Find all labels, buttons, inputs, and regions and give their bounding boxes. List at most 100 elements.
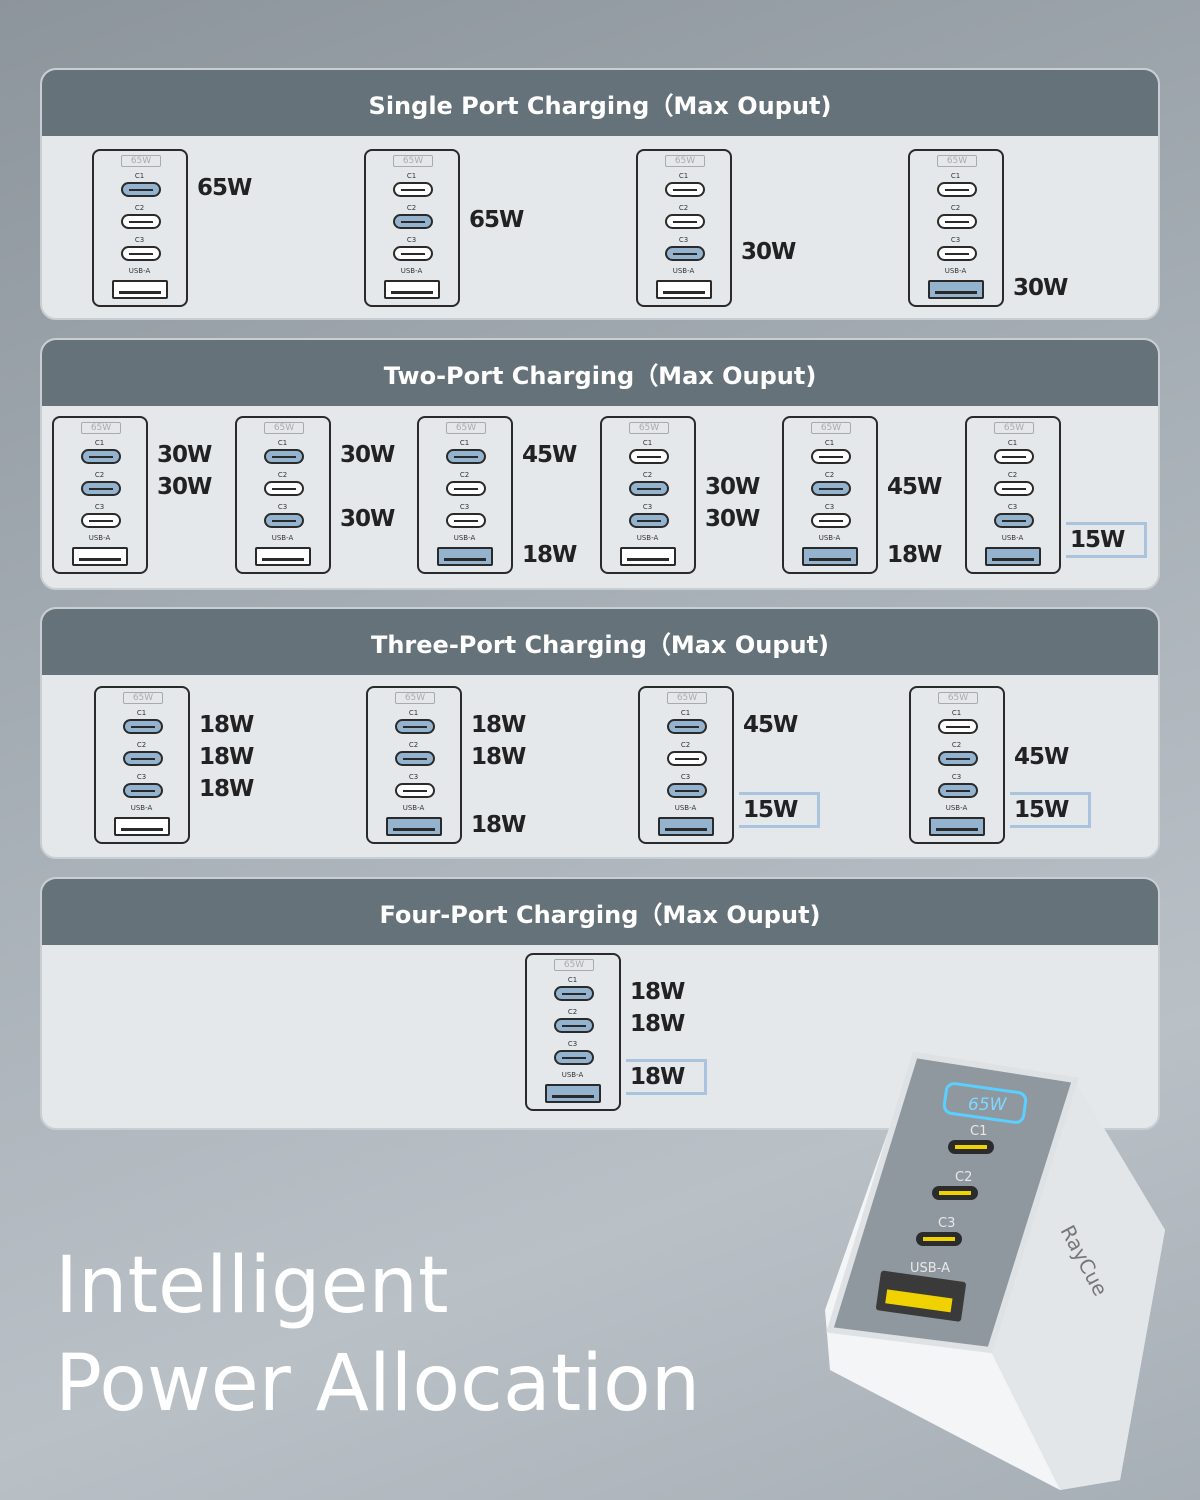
wattage-badge: 65W — [123, 692, 163, 704]
wattage-badge: 65W — [121, 155, 161, 167]
usb-a-port-icon — [985, 547, 1041, 566]
usb-c-port-c2-icon — [667, 751, 707, 766]
port-label-c1: C1 — [680, 709, 691, 717]
port-wattage-label: 15W — [1010, 792, 1092, 828]
port-wattage-label: 45W — [743, 712, 798, 738]
port-wattage-label: 45W — [887, 474, 942, 500]
usb-c-port-c3-icon — [665, 246, 705, 261]
port-wattage-label: 15W — [1066, 522, 1148, 558]
usb-c-port-c1-icon — [81, 449, 121, 464]
product-port-label-c1: C1 — [970, 1124, 987, 1139]
usb-c-port-c2-icon — [629, 481, 669, 496]
wattage-badge: 65W — [994, 422, 1034, 434]
wattage-badge: 65W — [665, 155, 705, 167]
port-wattage-label: 30W — [340, 442, 395, 468]
product-port-label-usba: USB-A — [910, 1261, 950, 1276]
port-label-c2: C2 — [567, 1008, 578, 1016]
port-label-c1: C1 — [567, 976, 578, 984]
usb-a-port-icon — [656, 280, 712, 299]
usb-c-port-c3-icon — [629, 513, 669, 528]
port-wattage-label: 30W — [157, 442, 212, 468]
port-label-c1: C1 — [950, 172, 961, 180]
port-label-usb-a: USB-A — [944, 267, 967, 275]
usb-c-port-c2-icon — [994, 481, 1034, 496]
port-wattage-label: 45W — [522, 442, 577, 468]
port-label-usb-a: USB-A — [453, 534, 476, 542]
port-label-c1: C1 — [1007, 439, 1018, 447]
headline-line-2: Power Allocation — [55, 1339, 701, 1429]
usb-c-port-c3-icon — [667, 783, 707, 798]
usb-c-port-c1-icon — [665, 182, 705, 197]
port-label-c1: C1 — [678, 172, 689, 180]
port-label-usb-a: USB-A — [402, 804, 425, 812]
usb-a-port-icon — [384, 280, 440, 299]
port-label-usb-a: USB-A — [945, 804, 968, 812]
port-wattage-label: 30W — [340, 506, 395, 532]
usb-c-port-c1-icon — [667, 719, 707, 734]
port-label-c2: C2 — [277, 471, 288, 479]
port-label-c3: C3 — [408, 773, 419, 781]
port-label-c2: C2 — [1007, 471, 1018, 479]
usb-c-port-c3-icon — [81, 513, 121, 528]
wattage-badge: 65W — [395, 692, 435, 704]
port-label-c3: C3 — [642, 503, 653, 511]
port-wattage-label: 18W — [471, 744, 526, 770]
usb-c-port-c2-icon — [937, 214, 977, 229]
usb-c-port-c3-icon — [994, 513, 1034, 528]
port-wattage-label: 18W — [522, 542, 577, 568]
usb-c-port-c3-icon — [446, 513, 486, 528]
usb-c-port-c1-icon — [446, 449, 486, 464]
port-wattage-label: 18W — [471, 712, 526, 738]
port-label-c2: C2 — [824, 471, 835, 479]
usb-c-port-c3-icon — [811, 513, 851, 528]
usb-c-port-c3-icon — [938, 783, 978, 798]
usb-a-port-icon — [802, 547, 858, 566]
port-label-usb-a: USB-A — [128, 267, 151, 275]
port-wattage-label: 18W — [630, 979, 685, 1005]
port-label-c3: C3 — [824, 503, 835, 511]
usb-a-port-icon — [545, 1084, 601, 1103]
port-wattage-label: 18W — [887, 542, 942, 568]
product-port-label-c3: C3 — [938, 1216, 955, 1231]
port-label-c1: C1 — [134, 172, 145, 180]
port-label-c2: C2 — [136, 741, 147, 749]
port-label-c2: C2 — [642, 471, 653, 479]
wattage-badge: 65W — [629, 422, 669, 434]
port-label-c3: C3 — [459, 503, 470, 511]
usb-c-port-c2-icon — [665, 214, 705, 229]
port-wattage-label: 15W — [739, 792, 821, 828]
port-label-c2: C2 — [950, 204, 961, 212]
port-label-c1: C1 — [94, 439, 105, 447]
port-label-c3: C3 — [94, 503, 105, 511]
display-65w-icon — [942, 1082, 1028, 1124]
port-wattage-label: 65W — [469, 207, 524, 233]
usb-a-port-icon — [114, 817, 170, 836]
port-label-c3: C3 — [134, 236, 145, 244]
usb-c-port-c3-icon — [395, 783, 435, 798]
usb-c-port-c2-icon — [81, 481, 121, 496]
port-wattage-label: 45W — [1014, 744, 1069, 770]
port-label-c3: C3 — [680, 773, 691, 781]
port-label-c3: C3 — [678, 236, 689, 244]
usb-c-port-c2-icon — [446, 481, 486, 496]
port-wattage-label: 65W — [197, 175, 252, 201]
usb-c-port-c1-icon — [121, 182, 161, 197]
usb-c-port-c1-icon — [994, 449, 1034, 464]
usb-c-port-c3-icon — [123, 783, 163, 798]
port-label-c2: C2 — [134, 204, 145, 212]
usb-c-port-c2-icon — [938, 751, 978, 766]
section-title: Three-Port Charging（Max Ouput) — [42, 609, 1158, 675]
section-title: Two-Port Charging（Max Ouput) — [42, 340, 1158, 406]
port-label-c2: C2 — [678, 204, 689, 212]
usb-c-port-c2-icon — [554, 1018, 594, 1033]
port-label-c1: C1 — [406, 172, 417, 180]
port-label-c3: C3 — [136, 773, 147, 781]
port-label-c1: C1 — [459, 439, 470, 447]
wattage-badge: 65W — [937, 155, 977, 167]
product-ports-icon — [876, 1140, 994, 1322]
